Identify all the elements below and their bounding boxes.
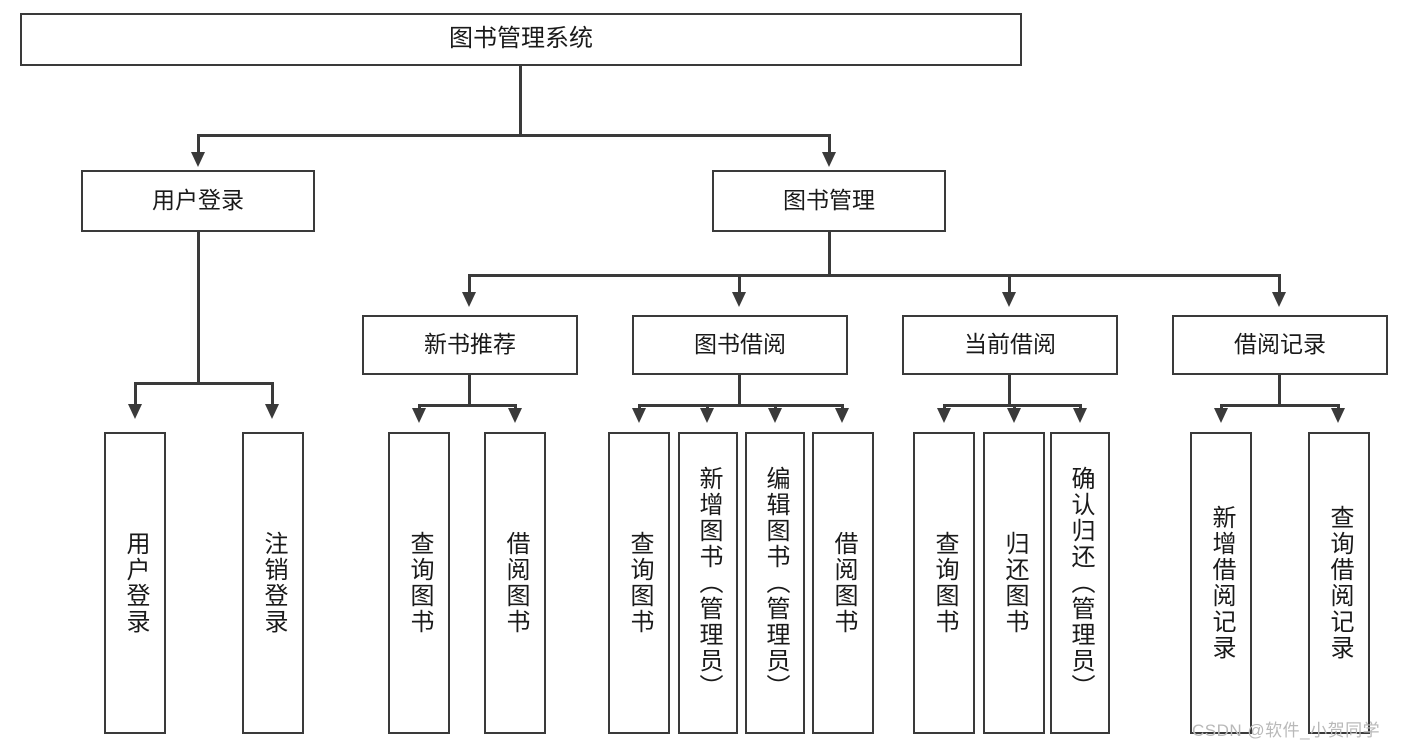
- arrow-record-leaf-2: [1331, 408, 1345, 423]
- node-label: 用户登录: [122, 531, 149, 635]
- node-label: 借阅图书: [502, 531, 529, 635]
- leaf-borrow-add-book-admin[interactable]: 新增图书（管理员）: [678, 432, 738, 734]
- connector-record-bus: [1220, 404, 1339, 407]
- arrow-root-to-user: [191, 152, 205, 167]
- node-book-borrow[interactable]: 图书借阅: [632, 315, 848, 375]
- arrow-bookmgmt-to-borrow: [732, 292, 746, 307]
- connector-userlogin-stem: [197, 232, 200, 384]
- arrow-current-leaf-2: [1007, 408, 1021, 423]
- leaf-current-return-book[interactable]: 归还图书: [983, 432, 1045, 734]
- connector-bookmgmt-drop-3: [1008, 274, 1011, 296]
- connector-record-stem: [1278, 375, 1281, 406]
- leaf-logout[interactable]: 注销登录: [242, 432, 304, 734]
- node-current-borrow[interactable]: 当前借阅: [902, 315, 1118, 375]
- node-label: 图书管理系统: [449, 25, 593, 53]
- arrow-userlogin-leaf-2: [265, 404, 279, 419]
- connector-borrow-drop-3: [774, 404, 777, 410]
- connector-current-bus: [943, 404, 1081, 407]
- arrow-borrow-leaf-1: [632, 408, 646, 423]
- node-label: 借阅记录: [1234, 331, 1326, 358]
- arrow-bookmgmt-to-newbook: [462, 292, 476, 307]
- node-label: 新增借阅记录: [1208, 505, 1235, 661]
- leaf-newbook-query-book[interactable]: 查询图书: [388, 432, 450, 734]
- node-label: 确认归还（管理员）: [1067, 466, 1094, 700]
- arrow-record-leaf-1: [1214, 408, 1228, 423]
- connector-root-to-user: [197, 134, 200, 156]
- connector-bookmgmt-stem: [828, 232, 831, 276]
- connector-bookmgmt-drop-2: [738, 274, 741, 296]
- arrow-current-leaf-1: [937, 408, 951, 423]
- arrow-bookmgmt-to-record: [1272, 292, 1286, 307]
- leaf-current-confirm-return-admin[interactable]: 确认归还（管理员）: [1050, 432, 1110, 734]
- connector-borrow-drop-1: [638, 404, 641, 410]
- connector-current-drop-3: [1079, 404, 1082, 410]
- connector-bookmgmt-drop-1: [468, 274, 471, 296]
- connector-borrow-drop-2: [706, 404, 709, 410]
- node-label: 用户登录: [152, 187, 244, 214]
- leaf-borrow-query-book[interactable]: 查询图书: [608, 432, 670, 734]
- connector-record-drop-2: [1337, 404, 1340, 410]
- node-borrow-record[interactable]: 借阅记录: [1172, 315, 1388, 375]
- node-label: 归还图书: [1001, 531, 1028, 635]
- connector-root-bus: [197, 134, 831, 137]
- node-label: 注销登录: [260, 531, 287, 635]
- leaf-borrow-borrow-book[interactable]: 借阅图书: [812, 432, 874, 734]
- connector-borrow-stem: [738, 375, 741, 406]
- connector-current-drop-2: [1013, 404, 1016, 410]
- connector-newbook-bus: [418, 404, 516, 407]
- connector-root-to-book: [828, 134, 831, 156]
- arrow-borrow-leaf-3: [768, 408, 782, 423]
- connector-borrow-drop-4: [841, 404, 844, 410]
- connector-userlogin-bus: [134, 382, 273, 385]
- node-label: 借阅图书: [830, 531, 857, 635]
- node-label: 图书管理: [783, 187, 875, 214]
- connector-root-stem: [519, 66, 522, 136]
- node-label: 查询图书: [626, 531, 653, 635]
- connector-newbook-drop-1: [418, 404, 421, 410]
- leaf-current-query-book[interactable]: 查询图书: [913, 432, 975, 734]
- arrow-root-to-book: [822, 152, 836, 167]
- connector-userlogin-drop-1: [134, 382, 137, 408]
- node-label: 查询图书: [406, 531, 433, 635]
- connector-current-stem: [1008, 375, 1011, 406]
- connector-borrow-bus: [638, 404, 843, 407]
- node-new-book-recommend[interactable]: 新书推荐: [362, 315, 578, 375]
- leaf-record-query-record[interactable]: 查询借阅记录: [1308, 432, 1370, 734]
- leaf-newbook-borrow-book[interactable]: 借阅图书: [484, 432, 546, 734]
- connector-newbook-drop-2: [514, 404, 517, 410]
- node-label: 新书推荐: [424, 331, 516, 358]
- leaf-record-add-record[interactable]: 新增借阅记录: [1190, 432, 1252, 734]
- node-label: 编辑图书（管理员）: [762, 466, 789, 700]
- arrow-borrow-leaf-2: [700, 408, 714, 423]
- arrow-userlogin-leaf-1: [128, 404, 142, 419]
- connector-current-drop-1: [943, 404, 946, 410]
- node-label: 查询图书: [931, 531, 958, 635]
- node-label: 查询借阅记录: [1326, 505, 1353, 661]
- arrow-bookmgmt-to-current: [1002, 292, 1016, 307]
- connector-bookmgmt-bus: [468, 274, 1280, 277]
- node-label: 新增图书（管理员）: [695, 466, 722, 700]
- leaf-borrow-edit-book-admin[interactable]: 编辑图书（管理员）: [745, 432, 805, 734]
- connector-record-drop-1: [1220, 404, 1223, 410]
- arrow-newbook-leaf-2: [508, 408, 522, 423]
- node-root-system[interactable]: 图书管理系统: [20, 13, 1022, 66]
- connector-userlogin-drop-2: [271, 382, 274, 408]
- arrow-newbook-leaf-1: [412, 408, 426, 423]
- node-label: 当前借阅: [964, 331, 1056, 358]
- arrow-current-leaf-3: [1073, 408, 1087, 423]
- connector-bookmgmt-drop-4: [1278, 274, 1281, 296]
- arrow-borrow-leaf-4: [835, 408, 849, 423]
- node-user-login[interactable]: 用户登录: [81, 170, 315, 232]
- connector-newbook-stem: [468, 375, 471, 406]
- leaf-user-login[interactable]: 用户登录: [104, 432, 166, 734]
- node-label: 图书借阅: [694, 331, 786, 358]
- node-book-management[interactable]: 图书管理: [712, 170, 946, 232]
